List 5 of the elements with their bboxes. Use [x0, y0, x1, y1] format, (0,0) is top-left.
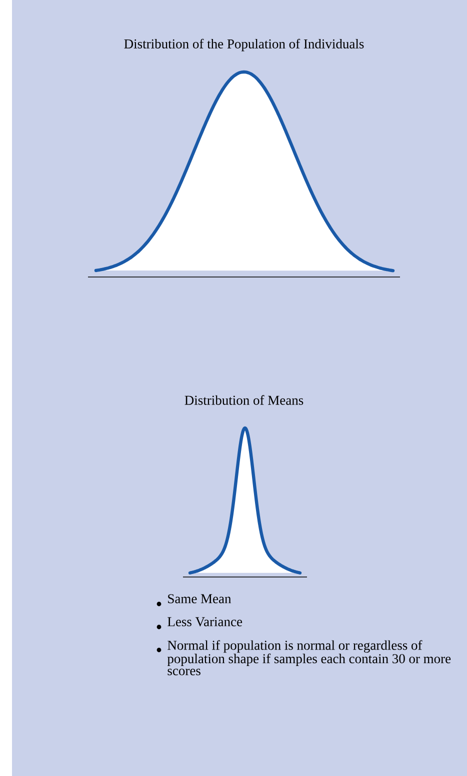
- heading: Distribution of Means: [184, 395, 304, 405]
- heading: Distribution of the Population of Individuals: [124, 38, 364, 52]
- bullet-text: Normal if population is normal or regardless of population shape if samples each contain 30 or more scores: [167, 640, 451, 676]
- bullet-text: Same Mean: [168, 594, 232, 604]
- bullet-text: Less Variance: [168, 617, 242, 626]
